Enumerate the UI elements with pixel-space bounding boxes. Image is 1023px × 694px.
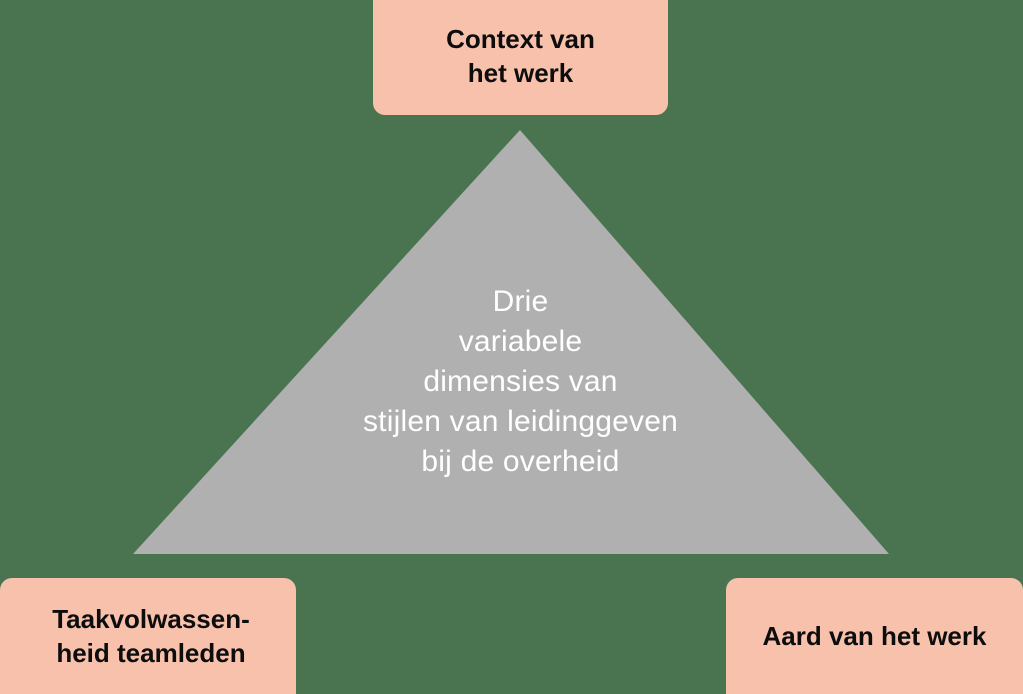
box-bottom-right-label: Aard van het werk	[762, 621, 987, 651]
box-aard-van-het-werk[interactable]: Aard van het werk	[726, 578, 1023, 694]
triangle-center-label: Drie variabele dimensies van stijlen van…	[362, 285, 678, 478]
box-bottom-left-label: Taakvolwassen- heid teamleden	[52, 604, 250, 668]
box-context-van-het-werk[interactable]: Context van het werk	[373, 0, 668, 115]
box-taakvolwassenheid-teamleden[interactable]: Taakvolwassen- heid teamleden	[0, 578, 296, 694]
box-top-label: Context van het werk	[446, 23, 595, 88]
